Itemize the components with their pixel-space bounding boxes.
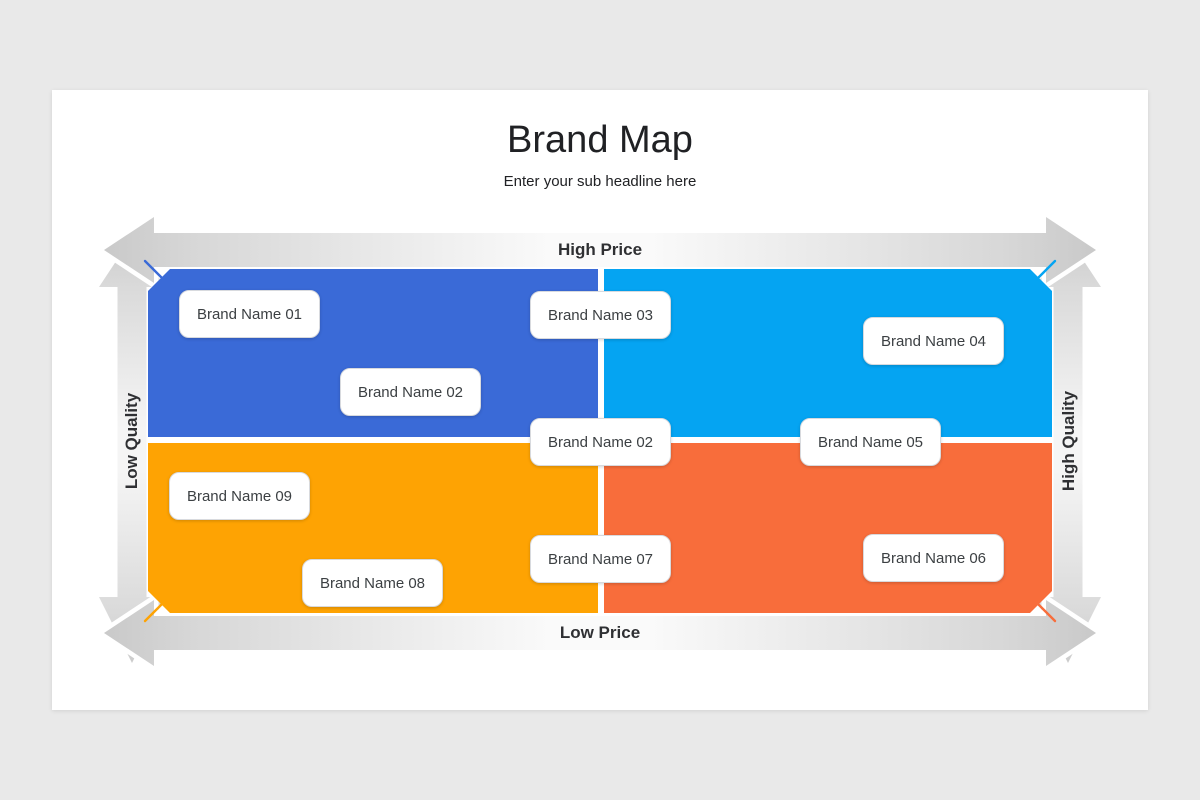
axis-label-low-price: Low Price [559,623,641,642]
brand-card-05[interactable]: Brand Name 05 [800,418,941,466]
quadrant-top-right [604,269,1052,437]
brand-card-06[interactable]: Brand Name 06 [863,534,1004,582]
brand-card-03[interactable]: Brand Name 03 [530,291,671,339]
vertical-axis-arrow-left [99,237,165,663]
slide-title: Brand Map [507,119,693,161]
brand-card-02[interactable]: Brand Name 02 [340,368,481,416]
corner-fold-line-bottom-left [143,601,165,623]
axis-label-high-quality: High Quality [1059,390,1078,492]
axis-label-high-price: High Price [557,240,643,259]
vertical-axis-arrow-right [1035,237,1101,663]
corner-fold-line-top-left [143,259,165,281]
brand-card-02-center[interactable]: Brand Name 02 [530,418,671,466]
corner-fold-line-bottom-right [1035,601,1057,623]
slide-subtitle: Enter your sub headline here [503,173,697,190]
quadrant-bottom-right [604,443,1052,613]
brand-card-01[interactable]: Brand Name 01 [179,290,320,338]
brand-card-08[interactable]: Brand Name 08 [302,559,443,607]
brand-card-07[interactable]: Brand Name 07 [530,535,671,583]
brand-card-09[interactable]: Brand Name 09 [169,472,310,520]
axis-label-low-quality: Low Quality [122,392,141,490]
brand-card-04[interactable]: Brand Name 04 [863,317,1004,365]
corner-fold-line-top-right [1035,259,1057,281]
horizontal-axis-arrow-top [95,208,1105,292]
